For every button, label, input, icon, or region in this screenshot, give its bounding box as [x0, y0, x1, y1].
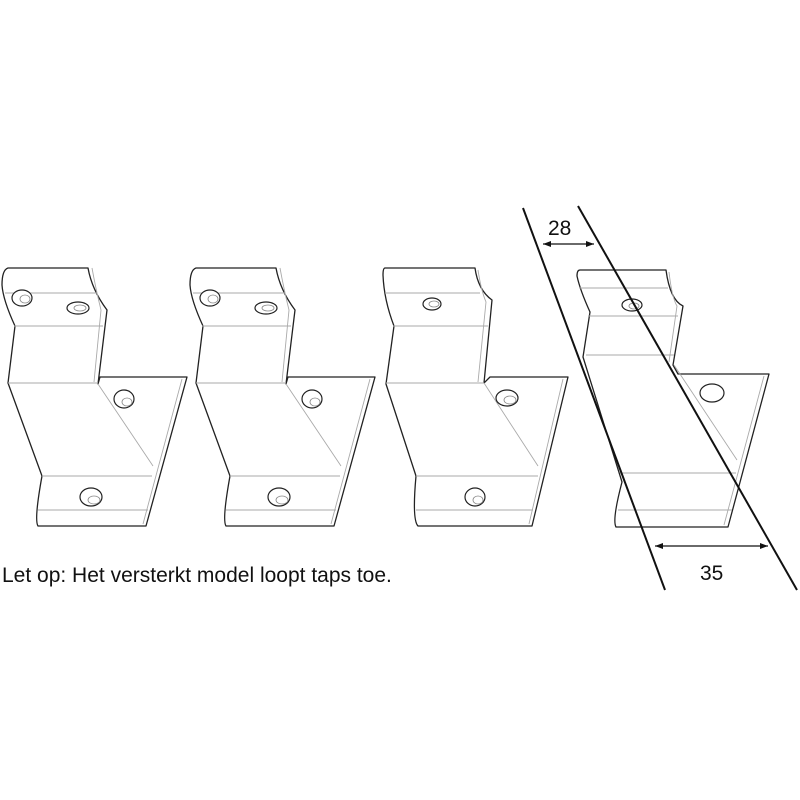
dimension-35: 35: [655, 543, 768, 585]
dimension-35-label: 35: [700, 562, 723, 585]
taper-lines: [522, 205, 798, 591]
caption: Let op: Het versterkt model loopt taps t…: [2, 564, 392, 587]
bracket-2: [189, 267, 376, 527]
dimension-28-label: 28: [548, 217, 571, 240]
bracket-4: [576, 269, 770, 528]
bracket-1: [1, 267, 188, 527]
bracket-3: [382, 267, 569, 527]
dimension-28: 28: [543, 217, 594, 247]
